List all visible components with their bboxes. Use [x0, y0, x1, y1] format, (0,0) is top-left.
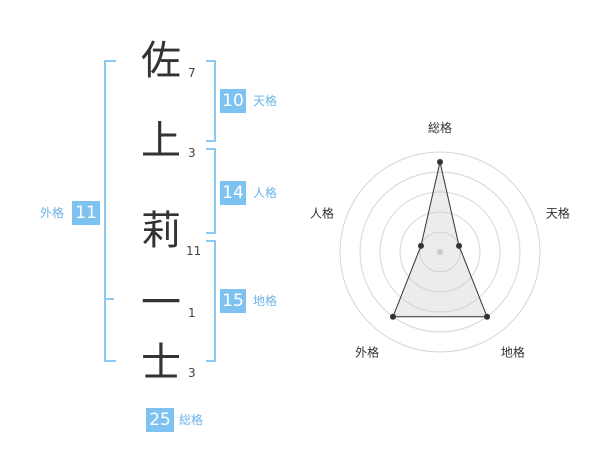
jinkaku-label: 人格 [253, 186, 278, 200]
radar-point-3 [484, 313, 491, 320]
radar-grid-ring [399, 211, 481, 293]
radar-point-2 [456, 242, 463, 249]
tenkaku-bracket [206, 60, 216, 142]
radar-axis-label: 外格 [355, 344, 379, 359]
stroke-count-4: 1 [188, 306, 196, 320]
gaikaku-bracket [104, 60, 116, 362]
name-char-2: 上 [141, 118, 181, 164]
radar-point-5 [417, 242, 424, 249]
name-char-4: 一 [141, 280, 181, 326]
radar-point-1 [437, 159, 443, 165]
soukaku-label: 総格 [179, 413, 204, 427]
stroke-count-3: 11 [186, 244, 202, 258]
gaikaku-value: 11 [72, 201, 100, 225]
radar-grid-ring [339, 151, 541, 353]
radar-axis-label: 地格 [501, 344, 525, 359]
stroke-count-2: 3 [188, 146, 196, 160]
jinkaku-value: 14 [220, 181, 246, 205]
chikaku-label: 地格 [253, 294, 278, 308]
name-char-3: 莉 [141, 208, 181, 254]
radar-center-dot [437, 249, 443, 255]
name-char-1: 佐 [141, 38, 181, 84]
chikaku-value: 15 [220, 289, 246, 313]
soukaku-value: 25 [146, 408, 174, 432]
tenkaku-value: 10 [220, 89, 246, 113]
stroke-count-1: 7 [188, 66, 196, 80]
chikaku-bracket [206, 240, 216, 362]
tenkaku-label: 天格 [253, 94, 278, 108]
radar-axis-label: 人格 [310, 206, 334, 221]
radar-grid-ring [419, 231, 461, 273]
stroke-count-5: 3 [188, 366, 196, 380]
radar-grid-ring [359, 171, 521, 333]
gaikaku-label: 外格 [40, 206, 65, 220]
radar-axis-label: 総格 [428, 120, 452, 135]
gaikaku-bracket-split [104, 298, 114, 300]
radar-grid-ring [379, 191, 501, 313]
name-char-5: 士 [141, 340, 181, 386]
radar-data-area [392, 161, 488, 318]
jinkaku-bracket [206, 148, 216, 234]
radar-point-4 [389, 313, 396, 320]
radar-axis-label: 天格 [546, 206, 570, 221]
